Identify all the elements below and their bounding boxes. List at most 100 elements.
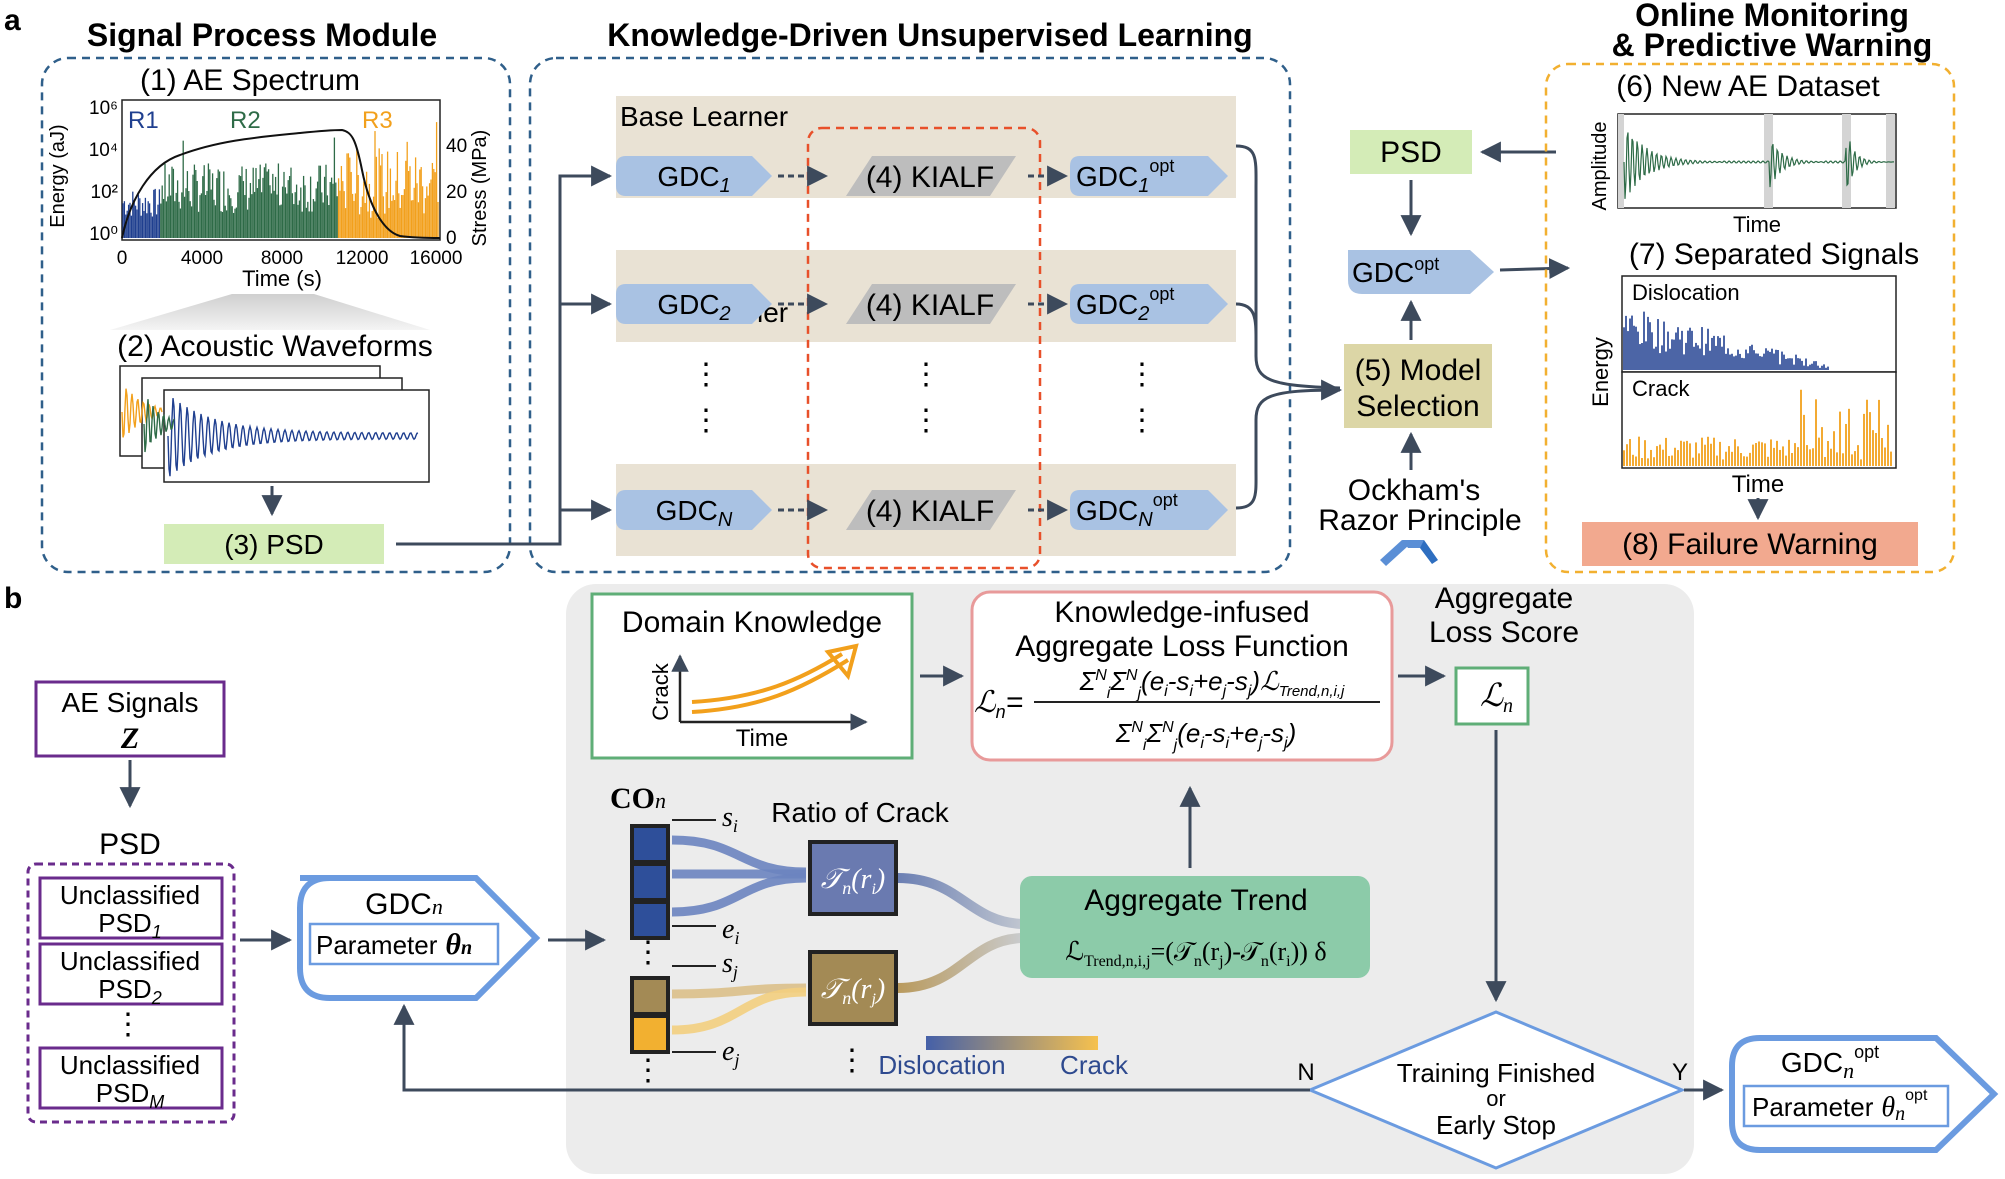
- t-rj-box: [808, 950, 898, 1026]
- kialf-node-1: [846, 156, 1016, 196]
- psd-item-label-1: Unclassified: [60, 880, 200, 910]
- domain-knowledge-label: Domain Knowledge: [622, 606, 882, 639]
- psd-item-sub-2: PSD2: [98, 974, 161, 1008]
- time-axis-label: Time (s): [242, 266, 322, 291]
- region-r2: R2: [230, 107, 261, 134]
- gdc-node-3: [616, 490, 772, 530]
- t-ellipsis: ⋮: [837, 1044, 867, 1077]
- colorbar-right: Crack: [1060, 1050, 1129, 1080]
- psd-ellipsis: ⋮: [113, 1008, 143, 1041]
- new-dataset-plot: Amplitude Time: [1589, 113, 1897, 237]
- monitoring-title-line1: Online Monitoring: [1635, 0, 1909, 33]
- aggregate-trend-label: Aggregate Trend: [1084, 884, 1308, 917]
- psd-item-3: [38, 1046, 224, 1110]
- t-ri-box: [808, 840, 898, 916]
- decision-line1: Training Finished: [1397, 1058, 1595, 1088]
- e-i-label: ei: [722, 914, 739, 948]
- kialf-title-line1: Knowledge-infused: [1054, 596, 1309, 629]
- ytick-1: 10⁰: [89, 224, 118, 245]
- co-square-dislocation-3: [630, 900, 670, 940]
- xtick-4: 12000: [336, 248, 389, 269]
- decision-diamond: [1306, 1010, 1686, 1170]
- z-label: Z: [120, 722, 139, 755]
- crack-label: Crack: [1632, 376, 1690, 401]
- co-ellipsis-2: ⋮: [633, 1054, 663, 1087]
- gdc-opt-node: [1348, 250, 1494, 294]
- co-square-dislocation-1: [630, 824, 670, 864]
- failure-warning-box: [1582, 522, 1918, 566]
- ockham-line2: Razor Principle: [1318, 504, 1521, 537]
- ockham-line1: Ockham's: [1348, 474, 1480, 507]
- waveforms-title: (2) Acoustic Waveforms: [117, 330, 433, 363]
- aggregate-loss-line2: Loss Score: [1429, 616, 1579, 649]
- xtick-3: 8000: [261, 248, 303, 269]
- psd-item-label-2: Unclassified: [60, 946, 200, 976]
- colorbar: [926, 1036, 1098, 1050]
- region-r3: R3: [362, 107, 393, 134]
- domain-knowledge-plot: Crack Time: [648, 643, 868, 752]
- decision-y: Y: [1672, 1059, 1688, 1086]
- learning-box: [528, 56, 1292, 574]
- kialf-title-line2: Aggregate Loss Function: [1015, 630, 1349, 663]
- co-square-dislocation-2: [630, 862, 670, 902]
- psd-box-left: [164, 524, 384, 564]
- psd-item-2: [38, 942, 224, 1006]
- signal-module-box: [40, 56, 512, 574]
- panel-b-label: b: [4, 582, 22, 615]
- separated-time: Time: [1732, 471, 1784, 498]
- region-r1: R1: [128, 107, 159, 134]
- ellipsis-1a: ⋮: [691, 358, 721, 391]
- rtick-2: 20: [446, 182, 467, 203]
- waveform-trace-mid: [143, 399, 175, 453]
- kialf-node-3: [846, 490, 1016, 530]
- xtick-5: 16000: [410, 248, 463, 269]
- dislocation-label: Dislocation: [1632, 280, 1740, 305]
- t-ri-label: 𝒯n(ri): [821, 864, 885, 898]
- s-i-label: si: [722, 802, 738, 836]
- stress-axis-label: Stress (MPa): [469, 130, 491, 247]
- ae-spectrum-plot: R1 R2 R3 Energy (aJ) Stress (MPa) 10⁰ 10…: [47, 98, 491, 291]
- new-dataset-title: (6) New AE Dataset: [1616, 70, 1880, 103]
- new-dataset-trace: [1623, 132, 1894, 199]
- ytick-4: 10⁶: [89, 98, 118, 119]
- co-n-label: COn: [610, 782, 666, 815]
- aggregate-loss-line1: Aggregate: [1435, 582, 1573, 615]
- ae-signals-label: AE Signals: [62, 687, 199, 718]
- energy-axis-label: Energy (aJ): [47, 124, 69, 227]
- gdc-opt-node-3: [1070, 490, 1228, 530]
- monitoring-box: [1544, 62, 1956, 574]
- ytick-2: 10²: [91, 182, 118, 203]
- model-selection-line1: (5) Model: [1355, 354, 1482, 387]
- t-rj-label: 𝒯n(rj): [821, 974, 885, 1008]
- gdc-opt-label: GDCopt: [1352, 254, 1439, 288]
- ellipsis-3a: ⋮: [1127, 358, 1157, 391]
- co-square-mixed: [630, 976, 670, 1016]
- co-ellipsis-1: ⋮: [633, 936, 663, 969]
- dk-crack-label: Crack: [648, 662, 673, 720]
- waveform-trace: [167, 398, 419, 477]
- s-j-label: sj: [722, 948, 738, 982]
- parameter-box: [308, 922, 500, 966]
- aggregate-trend-box: [1020, 876, 1370, 978]
- zoom-wedge: [110, 294, 430, 330]
- separated-plot: Dislocation Crack Energy Time: [1588, 275, 1897, 498]
- failure-warning-label: (8) Failure Warning: [1622, 528, 1878, 561]
- model-selection-line2: Selection: [1356, 390, 1479, 423]
- waveform-stack: [119, 365, 430, 483]
- separated-title: (7) Separated Signals: [1629, 238, 1919, 271]
- e-j-label: ej: [722, 1036, 739, 1070]
- base-learner-label: Base Learner: [620, 101, 788, 132]
- psd-item-label-3: Unclassified: [60, 1050, 200, 1080]
- signal-module-title: Signal Process Module: [87, 17, 437, 53]
- gdc-label-1: GDC1: [657, 161, 730, 197]
- learning-title: Knowledge-Driven Unsupervised Learning: [607, 17, 1252, 53]
- gdc-node-1: [616, 156, 772, 196]
- razor-icon: [1380, 540, 1438, 566]
- gdc-n-label: GDCn: [365, 888, 443, 921]
- ellipsis-3b: ⋮: [1127, 404, 1157, 437]
- gdc-node-2: [616, 284, 772, 324]
- ae-spectrum-title: (1) AE Spectrum: [140, 64, 360, 97]
